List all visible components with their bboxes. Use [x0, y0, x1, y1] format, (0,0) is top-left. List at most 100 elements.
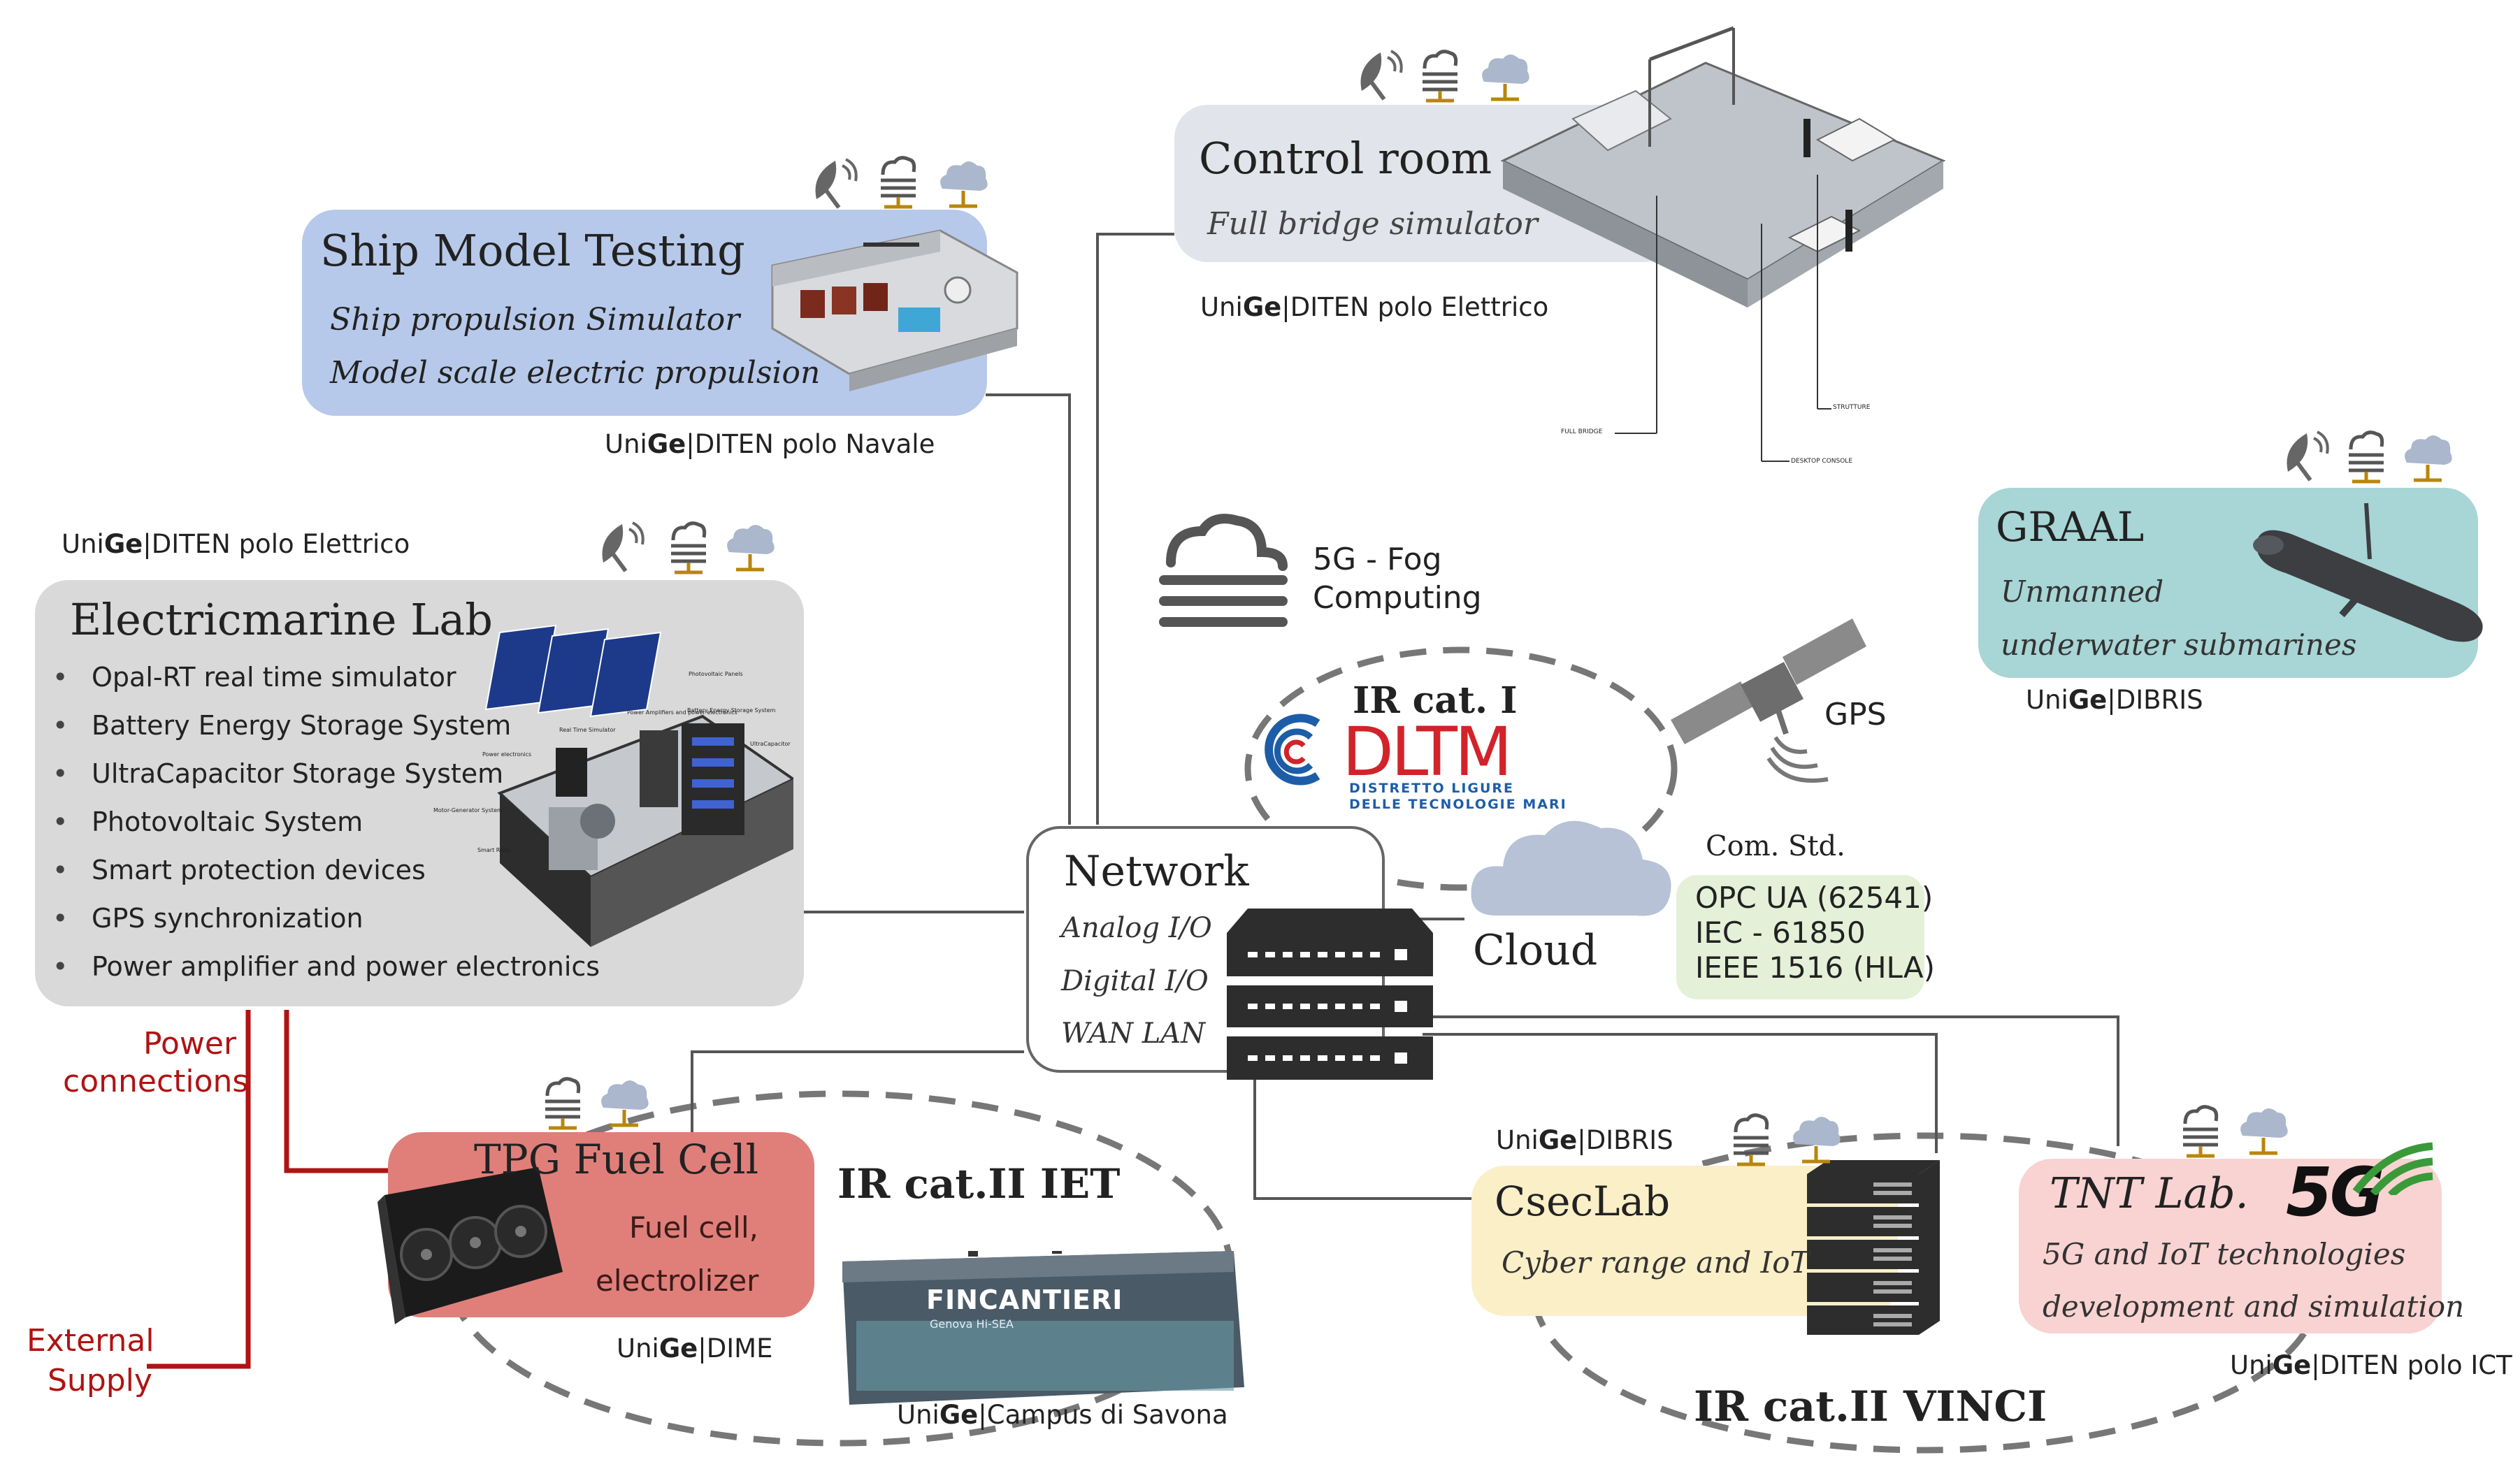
iet-affiliation: UniGe|Campus di Savona [897, 1400, 1228, 1430]
container-brand: FINCANTIERI [926, 1285, 1123, 1315]
control-room-illustration [1500, 26, 1946, 462]
control-affiliation: UniGe|DITEN polo Elettrico [1200, 292, 1549, 322]
satellite-dish-icon [2287, 432, 2328, 480]
csec-affiliation: UniGe|DIBRIS [1496, 1125, 1673, 1155]
electric-feature-list: Opal-RT real time simulator Battery Ener… [38, 653, 600, 991]
list-item: UltraCapacitor Storage System [38, 750, 600, 798]
fuel-cell-illustration [377, 1167, 563, 1324]
tnt-5g-logo: 5G [2286, 1153, 2385, 1231]
tpg-title: TPG Fuel Cell [474, 1136, 759, 1183]
network-links [691, 233, 2119, 1200]
graal-line-1: Unmanned [2001, 574, 2164, 609]
list-item: Power amplifier and power electronics [38, 943, 600, 991]
control-diagram-label-structure: STRUTTURE [1833, 404, 1871, 411]
list-item: GPS synchronization [38, 895, 600, 943]
list-item: Opal-RT real time simulator [38, 653, 600, 702]
ir-cat-1-title: IR cat. I [1353, 679, 1518, 722]
5g-signal-icon [2352, 1142, 2433, 1195]
submarine-illustration [2253, 502, 2483, 642]
fog-line-1: 5G - Fog [1313, 542, 1442, 577]
fog-line-2: Computing [1313, 580, 1482, 616]
power-connections-line-2: connections [63, 1064, 249, 1099]
network-wan: WAN LAN [1061, 1018, 1206, 1050]
cloud-icon [727, 525, 775, 570]
fog-icon [1423, 52, 1457, 101]
graal-line-2: underwater submarines [2001, 628, 2357, 662]
tnt-line-1: 5G and IoT technologies [2043, 1237, 2406, 1271]
vinci-title: IR cat.II VINCI [1694, 1382, 2047, 1431]
cloud-icon [601, 1080, 649, 1125]
tnt-affiliation: UniGe|DITEN polo ICT [2230, 1350, 2512, 1380]
gps-satellite-icon [1671, 618, 1866, 783]
standards-box [1676, 875, 1924, 999]
ship-title: Ship Model Testing [320, 225, 745, 276]
electric-affiliation: UniGe|DITEN polo Elettrico [62, 529, 410, 559]
list-item: Smart protection devices [38, 846, 600, 895]
control-diagram-label-full-bridge: FULL BRIDGE [1561, 428, 1603, 435]
dltm-sub-2: DELLE TECNOLOGIE MARI [1349, 797, 1567, 812]
list-item: Battery Energy Storage System [38, 702, 600, 750]
fog-icon [2183, 1107, 2218, 1156]
ir-cat-1-boundary [1244, 646, 1678, 891]
electric-diagram-label-power-amp: Power Amplifiers and power electronics [627, 709, 737, 716]
network-analog: Analog I/O [1061, 912, 1212, 944]
network-title: Network [1064, 847, 1249, 896]
external-supply-line-2: Supply [48, 1363, 152, 1398]
cloud-icon [2240, 1108, 2288, 1153]
tpg-line-2: electrolizer [596, 1264, 759, 1298]
electric-title: Electricmarine Lab [70, 594, 493, 645]
fog-icon [671, 523, 706, 572]
graal-title: GRAAL [1996, 503, 2145, 551]
ship-line-1: Ship propulsion Simulator [330, 302, 740, 338]
fog-icon [1734, 1115, 1769, 1164]
ship-line-2: Model scale electric propulsion [330, 355, 821, 391]
control-subtitle: Full bridge simulator [1207, 206, 1538, 242]
standard-iec: IEC - 61850 [1695, 916, 1866, 950]
network-switch-icon [1227, 909, 1433, 1080]
list-item: Photovoltaic System [38, 798, 600, 846]
fog-icon [545, 1079, 580, 1128]
network-digital: Digital I/O [1061, 965, 1209, 997]
fog-icon [881, 158, 916, 207]
power-links [147, 1010, 388, 1369]
satellite-dish-icon [1361, 51, 1402, 99]
tnt-title: TNT Lab. [2050, 1169, 2249, 1218]
container-sub: Genova Hi-SEA [930, 1317, 1014, 1331]
cloud-label: Cloud [1473, 926, 1598, 975]
csec-subtitle: Cyber range and IoT [1502, 1245, 1810, 1280]
electric-diagram-label-ultracap: UltraCapacitor [750, 741, 791, 747]
power-connections-line-1: Power [143, 1026, 237, 1062]
iet-title: IR cat.II IET [837, 1160, 1121, 1208]
ship-affiliation: UniGe|DITEN polo Navale [605, 429, 935, 459]
standard-ieee: IEEE 1516 (HLA) [1695, 950, 1936, 985]
cloud-icon [2405, 435, 2452, 480]
tpg-line-1: Fuel cell, [629, 1210, 758, 1245]
graal-affiliation: UniGe|DIBRIS [2026, 685, 2203, 715]
dltm-sub-1: DISTRETTO LIGURE [1349, 781, 1515, 796]
gps-label: GPS [1824, 697, 1887, 732]
control-diagram-label-desktop-console: DESKTOP CONSOLE [1791, 458, 1853, 465]
dltm-logo-text: DLTM [1342, 713, 1513, 791]
fog-icon [2349, 433, 2384, 482]
standard-opc-ua: OPC UA (62541) [1695, 881, 1934, 915]
electric-diagram-label-bess: Battery Energy Storage System [687, 707, 776, 714]
tnt-line-2: development and simulation [2043, 1289, 2465, 1324]
ship-lab-illustration [771, 229, 1018, 391]
external-supply-line-1: External [27, 1323, 154, 1359]
server-rack-icon [1807, 1160, 1940, 1335]
electric-diagram-label-pv: Photovoltaic Panels [689, 671, 743, 677]
dltm-swirl-icon [1265, 714, 1320, 786]
cloud-icon [1482, 55, 1529, 99]
satellite-dish-icon [603, 523, 643, 571]
cloud-icon [1471, 820, 1671, 916]
satellite-dish-icon [816, 159, 856, 208]
fog-computing-icon [1159, 514, 1288, 627]
control-title: Control room [1199, 133, 1492, 184]
csec-title: CsecLab [1495, 1178, 1671, 1225]
cloud-icon [1793, 1117, 1841, 1162]
fincantieri-container-illustration [842, 1251, 1244, 1405]
tnt-lab-box [2019, 1159, 2442, 1333]
cloud-icon [940, 161, 988, 206]
